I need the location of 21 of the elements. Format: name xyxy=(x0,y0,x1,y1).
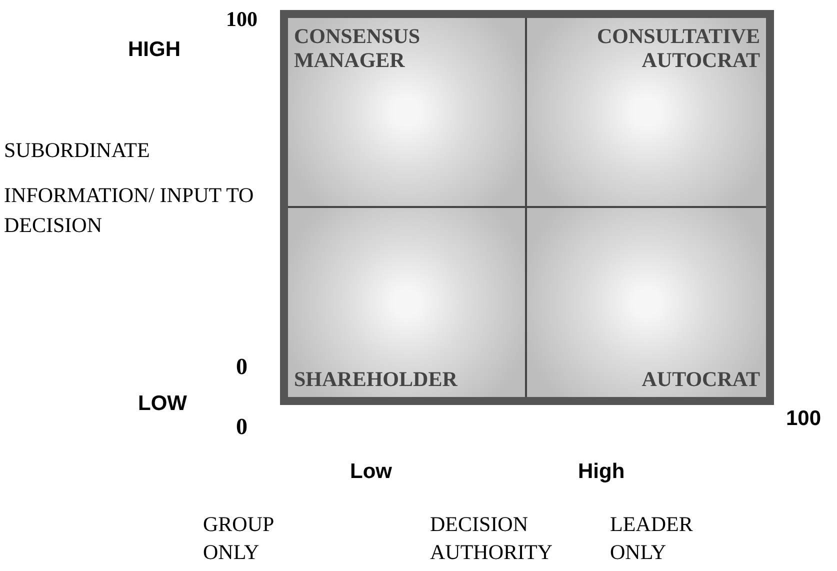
quadrant xyxy=(527,18,766,208)
axis-title: SUBORDINATE xyxy=(4,137,151,164)
axis-tick-label: 0 xyxy=(236,353,248,381)
axis-end-label: HIGH xyxy=(128,37,182,63)
quadrant-label: CONSENSUS MANAGER xyxy=(294,24,422,72)
axis-end-label: Low xyxy=(350,459,393,485)
quadrant xyxy=(288,208,527,397)
axis-title: GROUP ONLY xyxy=(203,511,274,566)
axis-title: DECISION AUTHORITY xyxy=(430,511,554,566)
quadrant-label: SHAREHOLDER xyxy=(294,367,458,391)
axis-tick-label: 100 xyxy=(226,6,258,33)
axis-title: LEADER ONLY xyxy=(610,511,694,566)
quadrant xyxy=(527,208,766,397)
quadrant-label: AUTOCRAT xyxy=(642,367,760,391)
quadrant-label: CONSULTATIVE AUTOCRAT xyxy=(596,24,760,72)
axis-end-label: LOW xyxy=(138,391,188,417)
axis-title: INFORMATION/ INPUT TO DECISION xyxy=(4,182,254,239)
axis-tick-label: 100 xyxy=(786,406,822,432)
axis-end-label: High xyxy=(578,459,626,485)
quadrant xyxy=(288,18,527,208)
axis-tick-label: 0 xyxy=(236,413,248,441)
